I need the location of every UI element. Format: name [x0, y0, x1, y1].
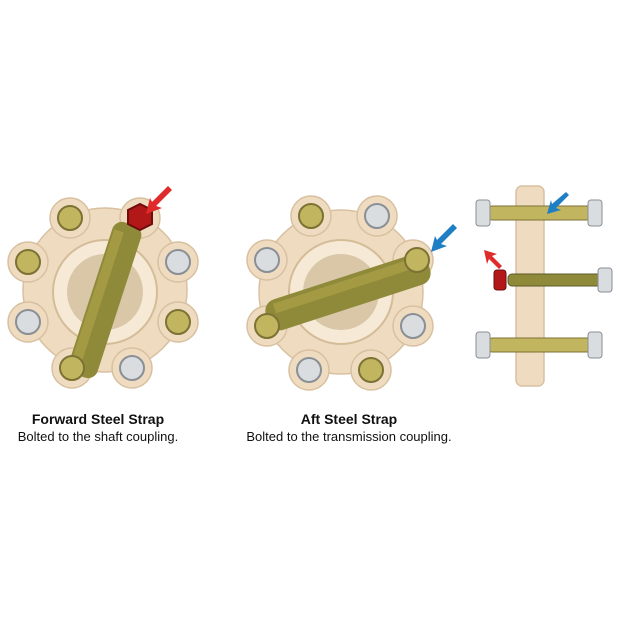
forward-coupling-image [0, 180, 210, 395]
aft-coupling-image [243, 180, 458, 395]
forward-caption: Forward Steel Strap Bolted to the shaft … [0, 410, 196, 445]
arrow-blue-icon [547, 192, 569, 214]
arrow-blue-icon [431, 224, 457, 252]
forward-caption-title: Forward Steel Strap [31, 411, 165, 427]
aft-caption-title: Aft Steel Strap [300, 411, 398, 427]
arrow-red-icon [146, 186, 172, 214]
aft-caption-subtitle: Bolted to the transmission coupling. [246, 429, 452, 444]
arrow-red-icon [484, 250, 502, 269]
aft-caption: Aft Steel Strap Bolted to the transmissi… [218, 410, 480, 445]
side-coupling-image [468, 178, 619, 393]
forward-caption-subtitle: Bolted to the shaft coupling. [17, 429, 179, 444]
